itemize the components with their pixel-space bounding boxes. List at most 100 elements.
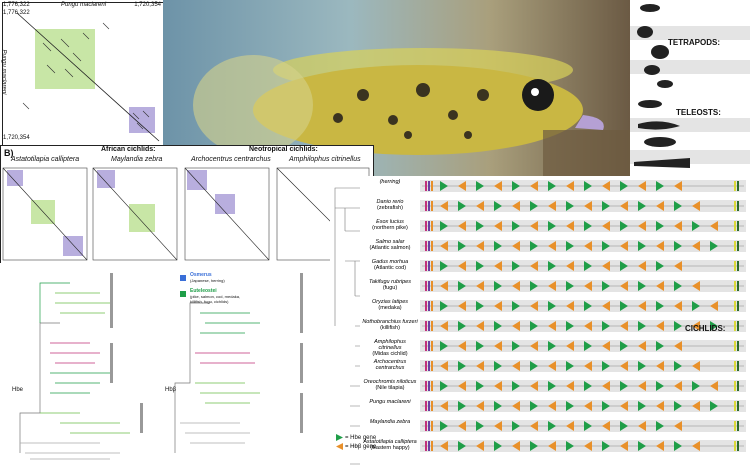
hbe-gene-marker <box>602 281 610 291</box>
flank-gene-bar <box>734 441 736 451</box>
hbb-gene-marker <box>458 341 466 351</box>
hbb-gene-marker <box>458 301 466 311</box>
species-common-name: (zebrafish) <box>377 205 403 211</box>
hbb-gene-marker <box>674 341 682 351</box>
flank-gene-bar <box>734 301 736 311</box>
hbb-gene-marker <box>620 281 628 291</box>
species-cladogram <box>334 187 360 465</box>
hbe-gene-marker <box>458 321 466 331</box>
hbe-gene-marker <box>674 441 682 451</box>
hbb-gene-marker <box>602 341 610 351</box>
clade-bar-3 <box>140 403 143 433</box>
silhouette-svg <box>630 4 750 168</box>
hbe-gene-marker <box>674 201 682 211</box>
hbe-gene-marker <box>440 261 448 271</box>
hbb-gene-marker <box>494 301 502 311</box>
hbe-gene-marker <box>710 241 718 251</box>
flank-gene-bar <box>428 341 430 351</box>
hbb-gene-marker <box>602 261 610 271</box>
hbe-gene-marker <box>530 201 538 211</box>
flank-gene-bar <box>737 341 739 351</box>
hbb-gene-marker <box>656 241 664 251</box>
hbe-gene-marker <box>476 381 484 391</box>
hbe-gene-marker <box>584 381 592 391</box>
hbb-gene-marker <box>656 321 664 331</box>
hbb-gene-marker <box>584 361 592 371</box>
hbb-gene-marker <box>674 261 682 271</box>
hbb-gene-marker <box>584 321 592 331</box>
euteleostei-marker <box>180 291 186 297</box>
species-common-name: (Eastern happy) <box>370 445 410 451</box>
hbe-gene-marker <box>548 181 556 191</box>
hbe-gene-marker <box>566 361 574 371</box>
hbe-gene-marker <box>602 201 610 211</box>
flank-gene-bar <box>734 401 736 411</box>
dotplot-panel-a: 1,776,322 1,720,354 Pungu maclareni 1,77… <box>1 2 164 146</box>
flank-gene-bar <box>737 261 739 271</box>
flank-gene-bar <box>734 261 736 271</box>
flank-gene-bar <box>431 261 433 271</box>
hbb-gene-marker <box>638 381 646 391</box>
hbb-gene-marker <box>656 361 664 371</box>
species-top-label: Pungu maclareni <box>61 2 107 8</box>
flank-gene-bar <box>431 441 433 451</box>
hbb-gene-marker <box>584 401 592 411</box>
dotplot-b2 <box>92 167 178 261</box>
hbe-gene-marker <box>674 361 682 371</box>
species-common-name: (Atlantic cod) <box>373 265 407 271</box>
hbb-gene-marker <box>620 201 628 211</box>
hbb-gene-marker <box>494 421 502 431</box>
flank-gene-bar <box>428 261 430 271</box>
hbe-gene-marker <box>512 381 520 391</box>
flank-gene-bar <box>428 301 430 311</box>
species-name: (herring) <box>379 179 401 185</box>
hbb-gene-marker <box>674 301 682 311</box>
species-common-name: (killifish) <box>380 325 400 331</box>
species-common-name: (medaka) <box>378 305 402 311</box>
legend-hbb-label: = Hbβ gene <box>345 443 377 450</box>
flank-gene-bar <box>737 441 739 451</box>
hbe-gene-marker <box>638 201 646 211</box>
hbb-gene-marker <box>476 401 484 411</box>
hbb-gene-marker <box>440 401 448 411</box>
hbe-gene-marker <box>674 401 682 411</box>
hbb-gene-marker <box>440 321 448 331</box>
hbb-gene-marker <box>458 381 466 391</box>
hbe-gene-marker <box>638 281 646 291</box>
hbe-gene-marker <box>494 321 502 331</box>
flank-gene-bar <box>737 381 739 391</box>
species-common-name: (Atlantic salmon) <box>369 245 411 251</box>
hbe-gene-marker <box>458 201 466 211</box>
hbb-gene-marker <box>656 441 664 451</box>
hbb-gene-marker <box>692 401 700 411</box>
flank-gene-bar <box>425 301 427 311</box>
hbe-gene-marker <box>620 301 628 311</box>
hbb-gene-marker <box>494 341 502 351</box>
hbe-gene-marker <box>512 181 520 191</box>
flank-gene-bar <box>428 241 430 251</box>
hbe-gene-marker <box>512 301 520 311</box>
flank-gene-bar <box>431 421 433 431</box>
hbb-gene-marker <box>566 181 574 191</box>
flank-gene-bar <box>425 181 427 191</box>
trees-svg <box>19 273 303 460</box>
legend-item-hbb: = Hbβ gene <box>336 443 376 450</box>
hbb-gene-marker <box>548 201 556 211</box>
species-row-label: Astatotilapia calliptera(Eastern happy) <box>362 439 418 451</box>
species-common-name: (northern pike) <box>372 225 408 231</box>
flank-gene-bar <box>431 221 433 231</box>
flank-gene-bar <box>737 221 739 231</box>
hbe-gene-marker <box>656 381 664 391</box>
panel-b: B) African cichlids: Neotropical cichlid… <box>0 145 374 265</box>
hbe-gene-marker <box>458 401 466 411</box>
osmerus-sub-label: (Japanese, herring) <box>190 278 225 283</box>
hbb-gene-marker <box>656 201 664 211</box>
plot-species-4: Amphilophus citrinellus <box>289 156 361 163</box>
dotplot-a-diagonal <box>16 12 160 142</box>
fish-tail <box>193 55 313 155</box>
hbb-gene-marker <box>602 301 610 311</box>
hbe-gene-marker <box>476 301 484 311</box>
species-row-label: Gadus morhua(Atlantic cod) <box>362 259 418 271</box>
flank-gene-bar <box>431 181 433 191</box>
hbb-gene-marker <box>566 341 574 351</box>
